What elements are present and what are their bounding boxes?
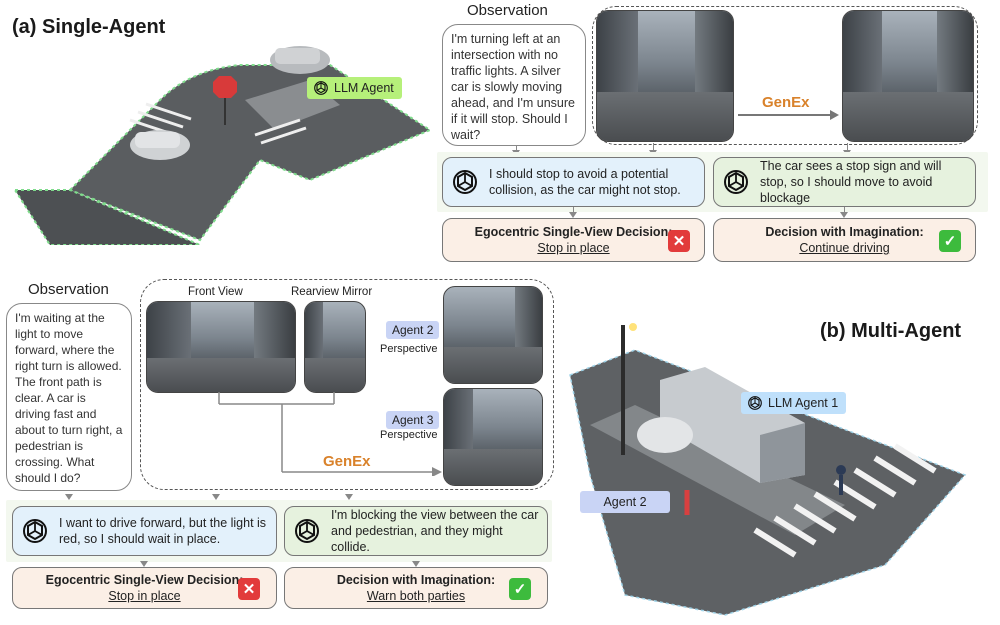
single-decision-egocentric-value: Stop in place — [537, 241, 610, 255]
single-imagination-frame — [592, 6, 978, 145]
agent2-view-image — [443, 286, 543, 384]
single-imagined-view-image — [842, 10, 974, 142]
multi-decision-imagination-title: Decision with Imagination: — [336, 573, 496, 587]
check-icon: ✓ — [509, 578, 531, 600]
multi-reason-imagination: I'm blocking the view between the car an… — [284, 506, 548, 556]
multi-agent-scene — [569, 323, 967, 616]
single-agent-title: (a) Single-Agent — [12, 16, 166, 38]
multi-decision-egocentric: Egocentric Single-View Decision: Stop in… — [12, 567, 277, 609]
agent3-perspective-tag: Agent 3 — [386, 411, 440, 429]
openai-logo-icon — [314, 81, 328, 95]
multi-genex-connector — [218, 392, 442, 476]
multi-genex-label: GenEx — [323, 453, 371, 470]
single-egocentric-view-image — [596, 10, 734, 142]
front-view-label: Front View — [188, 286, 243, 298]
multi-reason-egocentric: I want to drive forward, but the light i… — [12, 506, 277, 556]
cross-icon: ✕ — [238, 578, 260, 600]
multi-observation-title: Observation — [28, 281, 109, 298]
cross-icon: ✕ — [668, 230, 690, 252]
front-view-image — [146, 301, 296, 393]
single-llm-agent-label: LLM Agent — [334, 81, 394, 95]
multi-decision-egocentric-title: Egocentric Single-View Decision: — [45, 573, 244, 587]
openai-logo-icon — [295, 519, 319, 543]
agent2-perspective-label: Perspective — [380, 343, 438, 355]
multi-agent2-scene-tag: Agent 2 — [580, 491, 670, 513]
multi-llm-agent1-tag: LLM Agent 1 — [741, 392, 847, 414]
check-icon: ✓ — [939, 230, 961, 252]
rearview-mirror-image — [304, 301, 366, 393]
single-genex-arrow — [738, 110, 839, 120]
single-decision-egocentric-title: Egocentric Single-View Decision: — [474, 225, 673, 239]
single-llm-agent-tag: LLM Agent — [307, 77, 402, 99]
single-reason-egocentric: I should stop to avoid a potential colli… — [442, 157, 705, 207]
multi-decision-imagination-value: Warn both parties — [366, 589, 466, 603]
multi-reason-imagination-text: I'm blocking the view between the car an… — [331, 508, 539, 554]
single-reason-imagination: The car sees a stop sign and will stop, … — [713, 157, 976, 207]
openai-logo-icon — [748, 396, 762, 410]
single-observation-title: Observation — [467, 2, 548, 19]
multi-agent-title: (b) Multi-Agent — [820, 320, 962, 342]
multi-llm-agent1-label: LLM Agent 1 — [768, 396, 839, 410]
openai-logo-icon — [23, 519, 47, 543]
agent3-perspective-label: Perspective — [380, 429, 438, 441]
agent3-view-image — [443, 388, 543, 486]
single-genex-label: GenEx — [762, 94, 810, 111]
single-observation-text: I'm turning left at an intersection with… — [442, 24, 586, 146]
agent2-perspective-tag: Agent 2 — [386, 321, 440, 339]
multi-decision-imagination: Decision with Imagination: Warn both par… — [284, 567, 548, 609]
openai-logo-icon — [724, 170, 748, 194]
openai-logo-icon — [453, 170, 477, 194]
single-decision-egocentric: Egocentric Single-View Decision: Stop in… — [442, 218, 705, 262]
single-agent-scene — [13, 46, 430, 245]
rearview-mirror-label: Rearview Mirror — [291, 286, 373, 298]
multi-observation-text: I'm waiting at the light to move forward… — [6, 303, 132, 491]
single-decision-imagination-title: Decision with Imagination: — [765, 225, 924, 239]
single-decision-imagination-value: Continue driving — [799, 241, 890, 255]
single-reason-imagination-text: The car sees a stop sign and will stop, … — [760, 159, 942, 205]
multi-reason-egocentric-text: I want to drive forward, but the light i… — [59, 516, 267, 546]
multi-decision-egocentric-value: Stop in place — [108, 589, 181, 603]
multi-imagination-frame — [140, 279, 554, 490]
single-decision-imagination: Decision with Imagination: Continue driv… — [713, 218, 976, 262]
single-reason-egocentric-text: I should stop to avoid a potential colli… — [489, 167, 681, 197]
